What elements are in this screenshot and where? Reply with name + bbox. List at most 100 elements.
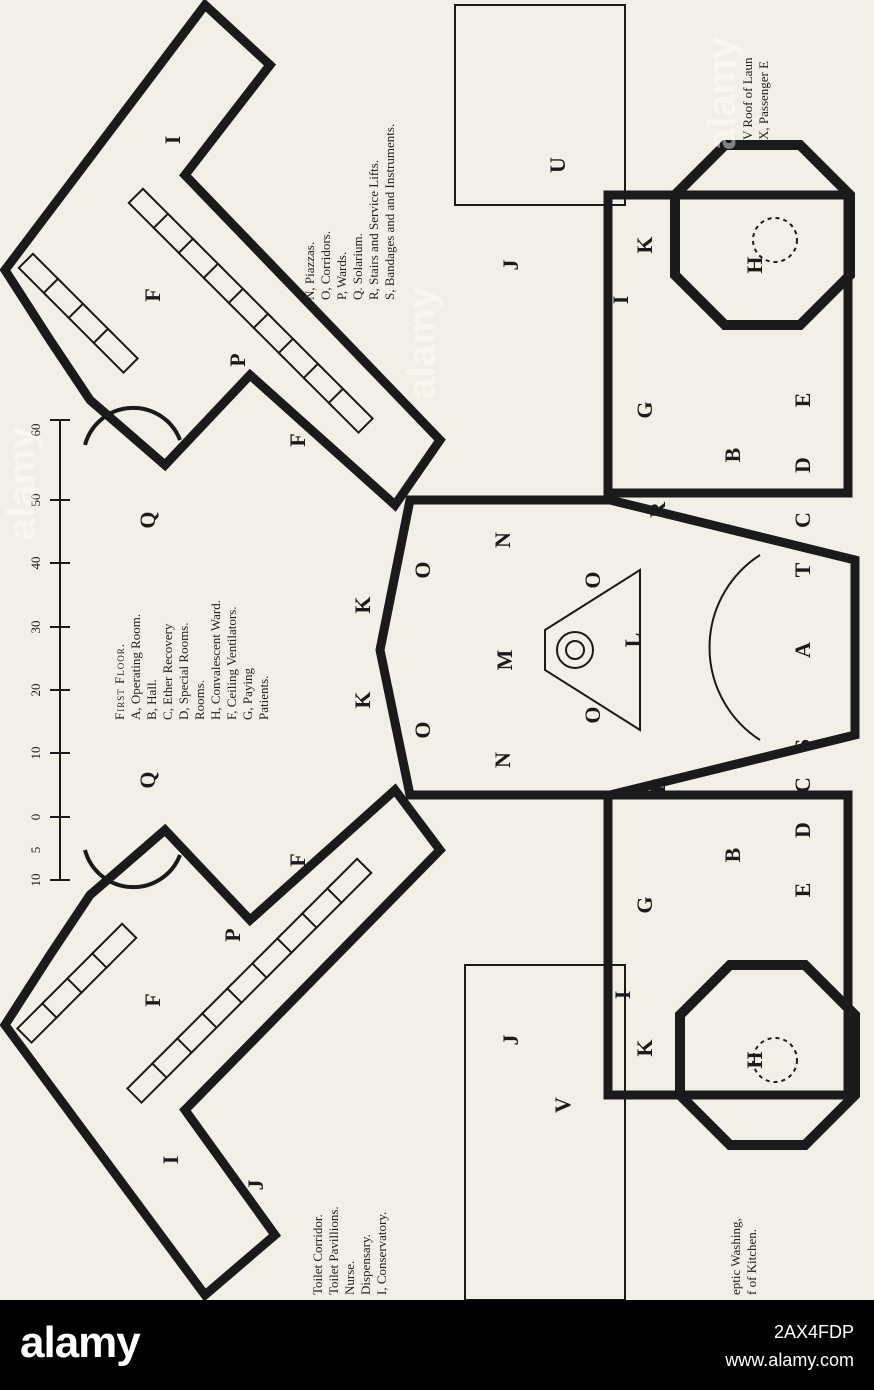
legend-item: Dispensary. — [358, 1234, 373, 1295]
ward-wing-bottom — [0, 783, 446, 1300]
legend-item: P, Wards. — [334, 251, 349, 300]
svg-text:50: 50 — [28, 494, 43, 507]
room-label-p-bottom: P — [220, 928, 245, 941]
brand-logo: alamy — [20, 1318, 141, 1367]
legend-item: Rooms. — [192, 679, 207, 720]
floor-plan: P P F F F F I I I I J J J K K K K Q Q N … — [0, 0, 860, 1300]
svg-text:30: 30 — [28, 621, 43, 634]
room-label-h-1: H — [742, 256, 767, 273]
room-label-r-2: R — [645, 776, 670, 793]
room-label-n-1: N — [490, 532, 515, 548]
room-label-o-3: O — [580, 571, 605, 588]
legend-item: Toilet Pavillions. — [326, 1206, 341, 1295]
lower-right-block — [603, 790, 853, 1100]
room-label-t: T — [790, 562, 815, 577]
legend-item: Q. Solarium. — [350, 233, 365, 300]
room-label-a: A — [790, 642, 815, 658]
room-label-i-3: I — [608, 296, 633, 305]
solarium-bottom — [83, 849, 182, 890]
room-label-g-2: G — [632, 896, 657, 913]
room-label-p-top: P — [225, 353, 250, 366]
room-label-e-2: E — [790, 883, 815, 898]
stock-banner: alamy 2AX4FDP www.alamy.com — [0, 1300, 874, 1390]
legend-item: Patients. — [256, 675, 271, 720]
legend-left-2: eptic Washing, f of Kitchen. — [728, 1218, 760, 1295]
ward-wing-top — [0, 0, 446, 512]
roof-u — [454, 4, 626, 206]
svg-text:40: 40 — [28, 557, 43, 570]
room-label-s: S — [790, 739, 815, 751]
room-label-q-2: Q — [135, 771, 160, 788]
room-label-r-1: R — [645, 501, 670, 518]
legend-item: X, Passenger E — [756, 60, 771, 140]
room-label-b-2: B — [720, 847, 745, 862]
legend-first-floor: First Floor. A, Operating Room. B, Hall.… — [112, 600, 272, 720]
watermark: alamy — [400, 286, 444, 400]
room-label-f-2: F — [285, 433, 310, 446]
floor-plan-scan: P P F F F F I I I I J J J K K K K Q Q N … — [0, 0, 874, 1300]
legend-item: I, Conservatory. — [374, 1211, 389, 1295]
room-label-l: L — [620, 633, 645, 648]
room-label-o-4: O — [580, 706, 605, 723]
ward-h-bottom — [675, 960, 860, 1150]
legend-item: B, Hall. — [144, 679, 159, 720]
legend-item: H, Convalescent Ward. — [208, 599, 223, 720]
legend-left-1: Toilet Corridor. Toilet Pavillions. Nurs… — [310, 1206, 390, 1295]
room-label-i-1: I — [160, 136, 185, 145]
room-label-c-2: C — [790, 777, 815, 793]
solarium-top — [83, 405, 182, 446]
svg-text:0: 0 — [28, 814, 43, 821]
legend-heading: First Floor. — [112, 643, 127, 720]
legend-item: F, Ceiling Ventilators. — [224, 606, 239, 720]
operating-arc — [708, 554, 761, 741]
room-label-o-1: O — [410, 561, 435, 578]
legend-item: S, Bandages and and Instruments. — [382, 123, 397, 300]
central-block — [375, 495, 860, 800]
legend-item: C, Ether Recovery — [160, 623, 175, 720]
legend-column-2: N, Piazzas. O, Corridors. P, Wards. Q. S… — [302, 124, 398, 300]
room-label-k-4: K — [632, 1039, 657, 1056]
room-label-c-1: C — [790, 512, 815, 528]
image-id: 2AX4FDP — [773, 1322, 854, 1342]
room-label-k-2: K — [350, 691, 375, 708]
room-label-f-3: F — [285, 853, 310, 866]
legend-item: N, Piazzas. — [302, 241, 317, 300]
room-label-k-3: K — [632, 236, 657, 253]
room-label-j-1: J — [243, 1180, 268, 1191]
scale-bar — [50, 419, 70, 881]
legend-item: O, Corridors. — [318, 231, 333, 300]
room-label-b-1: B — [720, 447, 745, 462]
room-label-g-1: G — [632, 401, 657, 418]
room-label-e-1: E — [790, 393, 815, 408]
svg-text:60: 60 — [28, 424, 43, 437]
svg-text:20: 20 — [28, 684, 43, 697]
site-url: www.alamy.com — [725, 1350, 854, 1370]
room-label-i-4: I — [610, 991, 635, 1000]
legend-item: A, Operating Room. — [128, 613, 143, 720]
watermark: alamy — [700, 36, 744, 150]
room-label-d-2: D — [790, 822, 815, 838]
room-label-h-2: H — [742, 1051, 767, 1068]
room-label-v: V — [550, 1097, 575, 1113]
legend-item: Nurse. — [342, 1260, 357, 1295]
room-label-f-4: F — [140, 993, 165, 1006]
legend-item: G, Paying — [240, 668, 255, 720]
watermark: alamy — [0, 426, 44, 540]
legend-item: R, Stairs and Service Lifts. — [366, 159, 381, 300]
room-label-k-1: K — [350, 596, 375, 613]
scale-tick-labels: 10 5 0 10 20 30 40 50 60 — [28, 424, 43, 887]
room-label-m: M — [492, 649, 517, 670]
svg-text:5: 5 — [28, 847, 43, 854]
room-label-q-1: Q — [135, 511, 160, 528]
room-label-d-1: D — [790, 457, 815, 473]
svg-text:10: 10 — [28, 874, 43, 887]
legend-item: D, Special Rooms. — [176, 622, 191, 721]
legend-item: f of Kitchen. — [744, 1228, 759, 1295]
room-label-i-2: I — [158, 1156, 183, 1165]
fountain — [556, 631, 594, 669]
legend-item: Toilet Corridor. — [310, 1214, 325, 1295]
room-label-f-1: F — [140, 288, 165, 301]
svg-text:10: 10 — [28, 747, 43, 760]
room-label-j-3: J — [498, 1035, 523, 1046]
room-label-j-2: J — [498, 260, 523, 271]
